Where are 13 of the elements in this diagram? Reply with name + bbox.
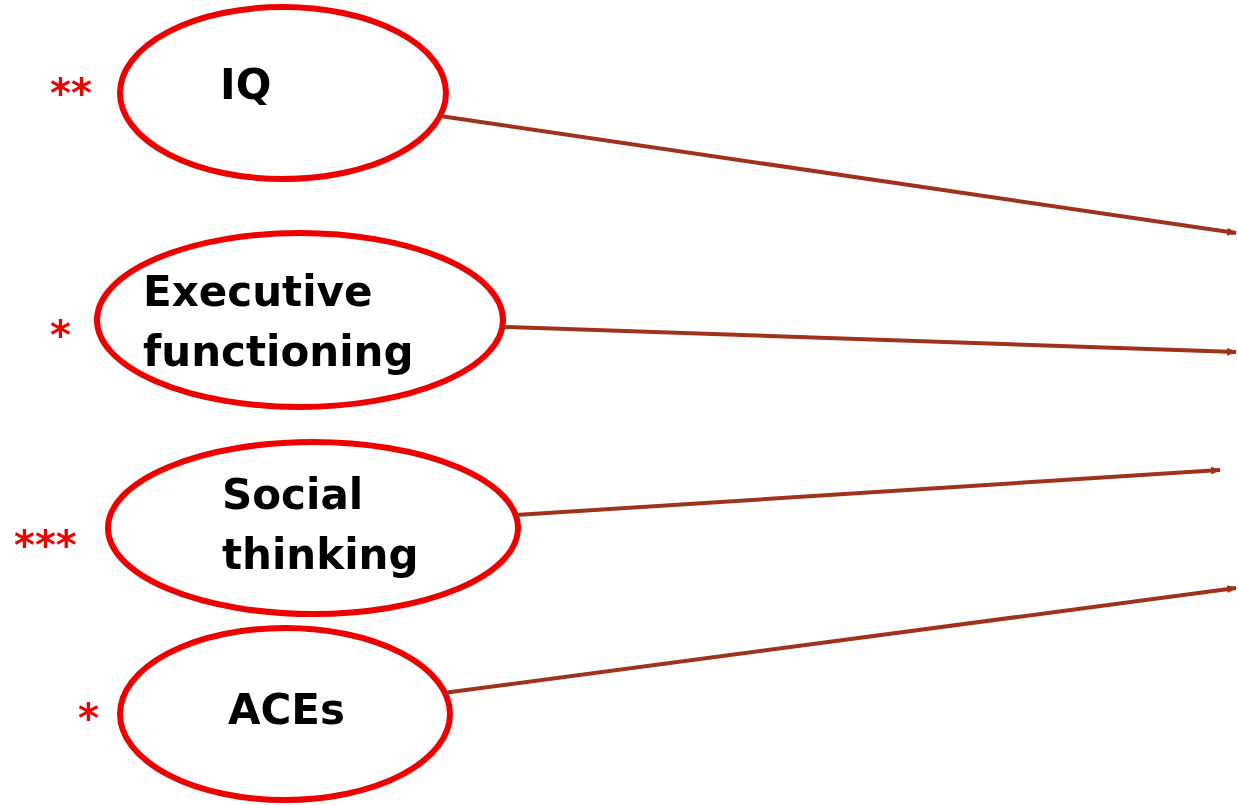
node-label: Executive functioning (143, 266, 415, 378)
significance-asterisks: * (78, 695, 99, 741)
ellipse-node (94, 230, 506, 410)
significance-asterisks: *** (14, 522, 77, 568)
arrow (439, 114, 1237, 236)
node-label: IQ (220, 59, 272, 111)
significance-asterisks: ** (50, 70, 92, 116)
ellipse-node (117, 625, 453, 803)
significance-asterisks: * (50, 312, 71, 358)
ellipse-node (117, 4, 449, 182)
node-label: ACEs (228, 684, 346, 736)
node-label: Social thinking (222, 469, 420, 581)
ellipse-node (105, 439, 521, 617)
